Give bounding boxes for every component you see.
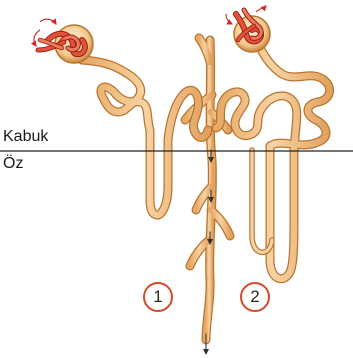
cortex-label: Kabuk (3, 128, 48, 146)
nephron-cortical (82, 60, 208, 215)
renal-corpuscle-left (34, 19, 93, 63)
flow-arrow-icon (256, 6, 266, 12)
nephron-juxtamedullary (216, 40, 330, 279)
medulla-label: Öz (3, 155, 23, 173)
renal-corpuscle-right (226, 6, 270, 52)
collecting-duct (185, 38, 230, 352)
marker-1: 1 (143, 282, 173, 312)
flow-arrow-icon (226, 14, 232, 24)
flow-arrow-icon (40, 19, 56, 24)
marker-2: 2 (240, 282, 270, 312)
